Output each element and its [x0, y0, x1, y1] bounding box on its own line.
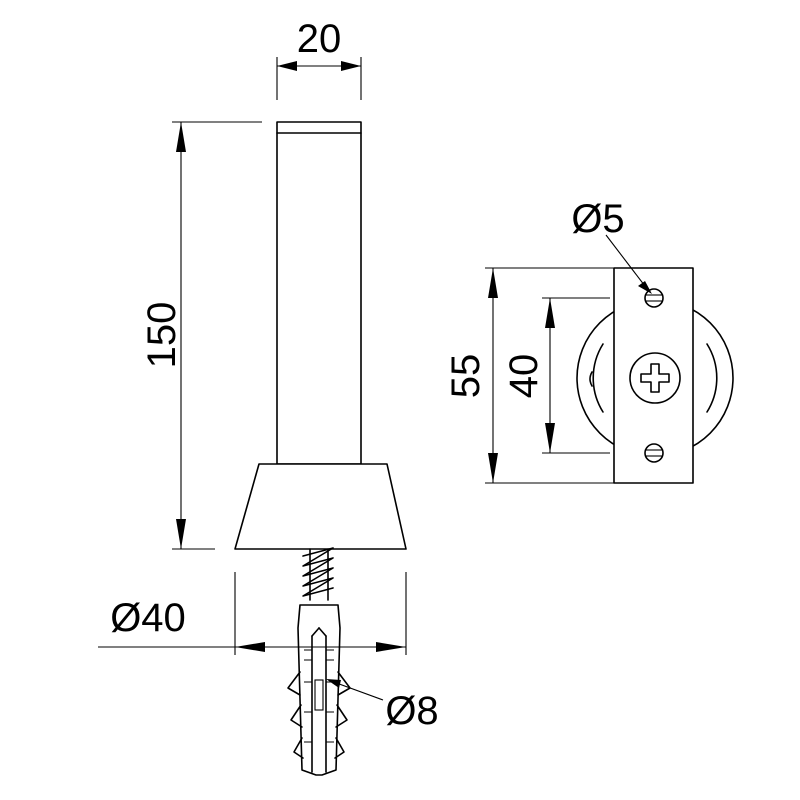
- stopper-side-view: [234, 121, 407, 550]
- dim-base-diameter: Ø40: [98, 572, 407, 655]
- dim-plug-diameter-label: Ø8: [385, 689, 438, 733]
- dim-height: 150: [140, 121, 262, 550]
- dim-base-diameter-label: Ø40: [110, 596, 186, 640]
- dim-plate-height-label: 55: [444, 354, 488, 399]
- dim-hole-spacing: 40: [502, 297, 610, 454]
- mounting-plate: [613, 267, 694, 484]
- dim-height-label: 150: [140, 302, 184, 369]
- dim-width-top-label: 20: [297, 17, 342, 61]
- dim-hole-spacing-label: 40: [502, 354, 546, 399]
- screw: [302, 547, 334, 601]
- dim-hole-diameter: Ø5: [571, 197, 652, 294]
- plate-hole-top: [644, 288, 664, 308]
- wall-plug: [287, 604, 351, 776]
- base-inner-arc-left: [592, 343, 604, 413]
- dim-width-top: 20: [276, 17, 362, 100]
- cylinder-body: [276, 121, 362, 465]
- plate-hole-bottom: [644, 443, 664, 463]
- dim-plate-height: 55: [444, 267, 614, 484]
- central-screw-head: [629, 352, 681, 404]
- dim-hole-diameter-label: Ø5: [571, 197, 624, 241]
- mounting-plate-view: [576, 267, 734, 484]
- dim-plug-diameter: Ø8: [326, 679, 439, 733]
- rubber-base: [234, 463, 407, 550]
- base-inner-arc-right: [706, 343, 718, 413]
- phillips-cross-icon: [640, 363, 670, 393]
